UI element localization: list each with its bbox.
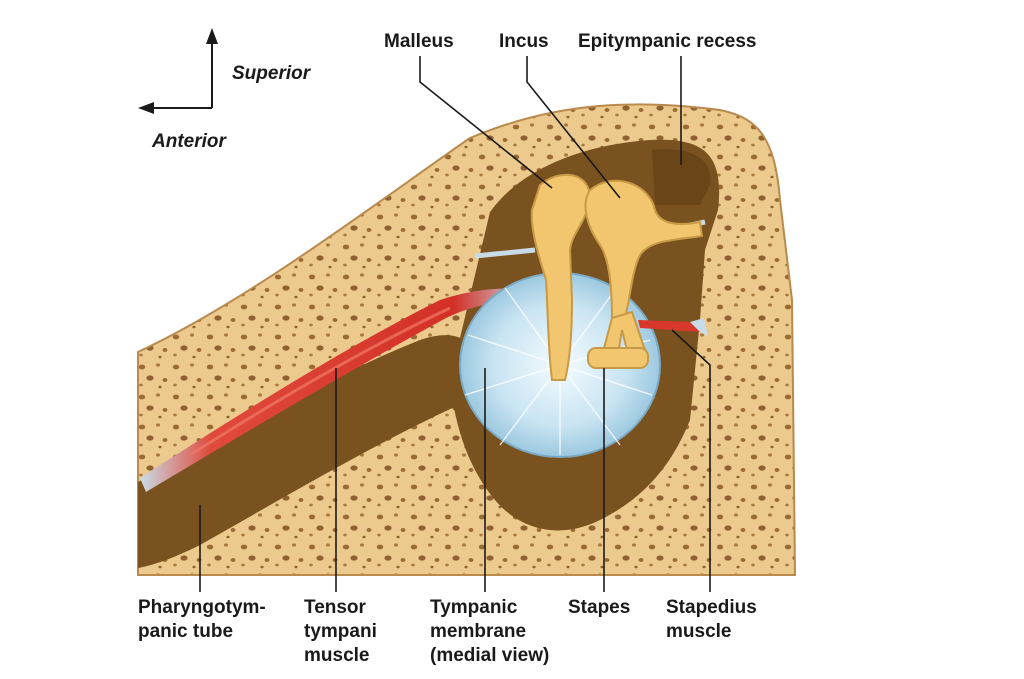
label-incus: Incus	[499, 31, 549, 52]
orientation-arrows	[138, 28, 218, 114]
orientation-anterior-label: Anterior	[152, 131, 226, 152]
label-stapes: Stapes	[568, 597, 631, 618]
label-line: muscle	[666, 621, 732, 642]
stapedius-muscle-shape	[638, 318, 708, 336]
label-line: Tensor	[304, 597, 366, 618]
label-line: panic tube	[138, 621, 234, 642]
label-stapedius-muscle: Stapedius muscle	[666, 596, 757, 644]
stapes-shape	[587, 310, 649, 369]
tensor-tympani-muscle-shape	[140, 288, 532, 492]
orientation-superior-label: Superior	[232, 63, 311, 84]
label-tensor-tympani-muscle: Tensor tympani muscle	[304, 596, 377, 668]
label-tympanic-membrane: Tympanic membrane (medial view)	[430, 596, 549, 668]
label-line: Pharyngotym-	[138, 597, 266, 618]
label-malleus: Malleus	[384, 31, 454, 52]
label-epitympanic-recess: Epitympanic recess	[578, 31, 757, 52]
label-line: Stapedius	[666, 597, 757, 618]
leader-lines	[199, 56, 711, 592]
ligament-superior	[474, 247, 536, 259]
label-line: muscle	[304, 645, 370, 666]
label-line: membrane	[430, 621, 527, 642]
label-line: Tympanic	[430, 597, 518, 618]
label-pharyngotympanic-tube: Pharyngotym- panic tube	[138, 596, 266, 644]
label-line: tympani	[304, 621, 377, 642]
pharyngotympanic-tube-shape	[138, 335, 480, 568]
label-line: (medial view)	[430, 645, 550, 666]
incus-shape	[584, 179, 704, 319]
